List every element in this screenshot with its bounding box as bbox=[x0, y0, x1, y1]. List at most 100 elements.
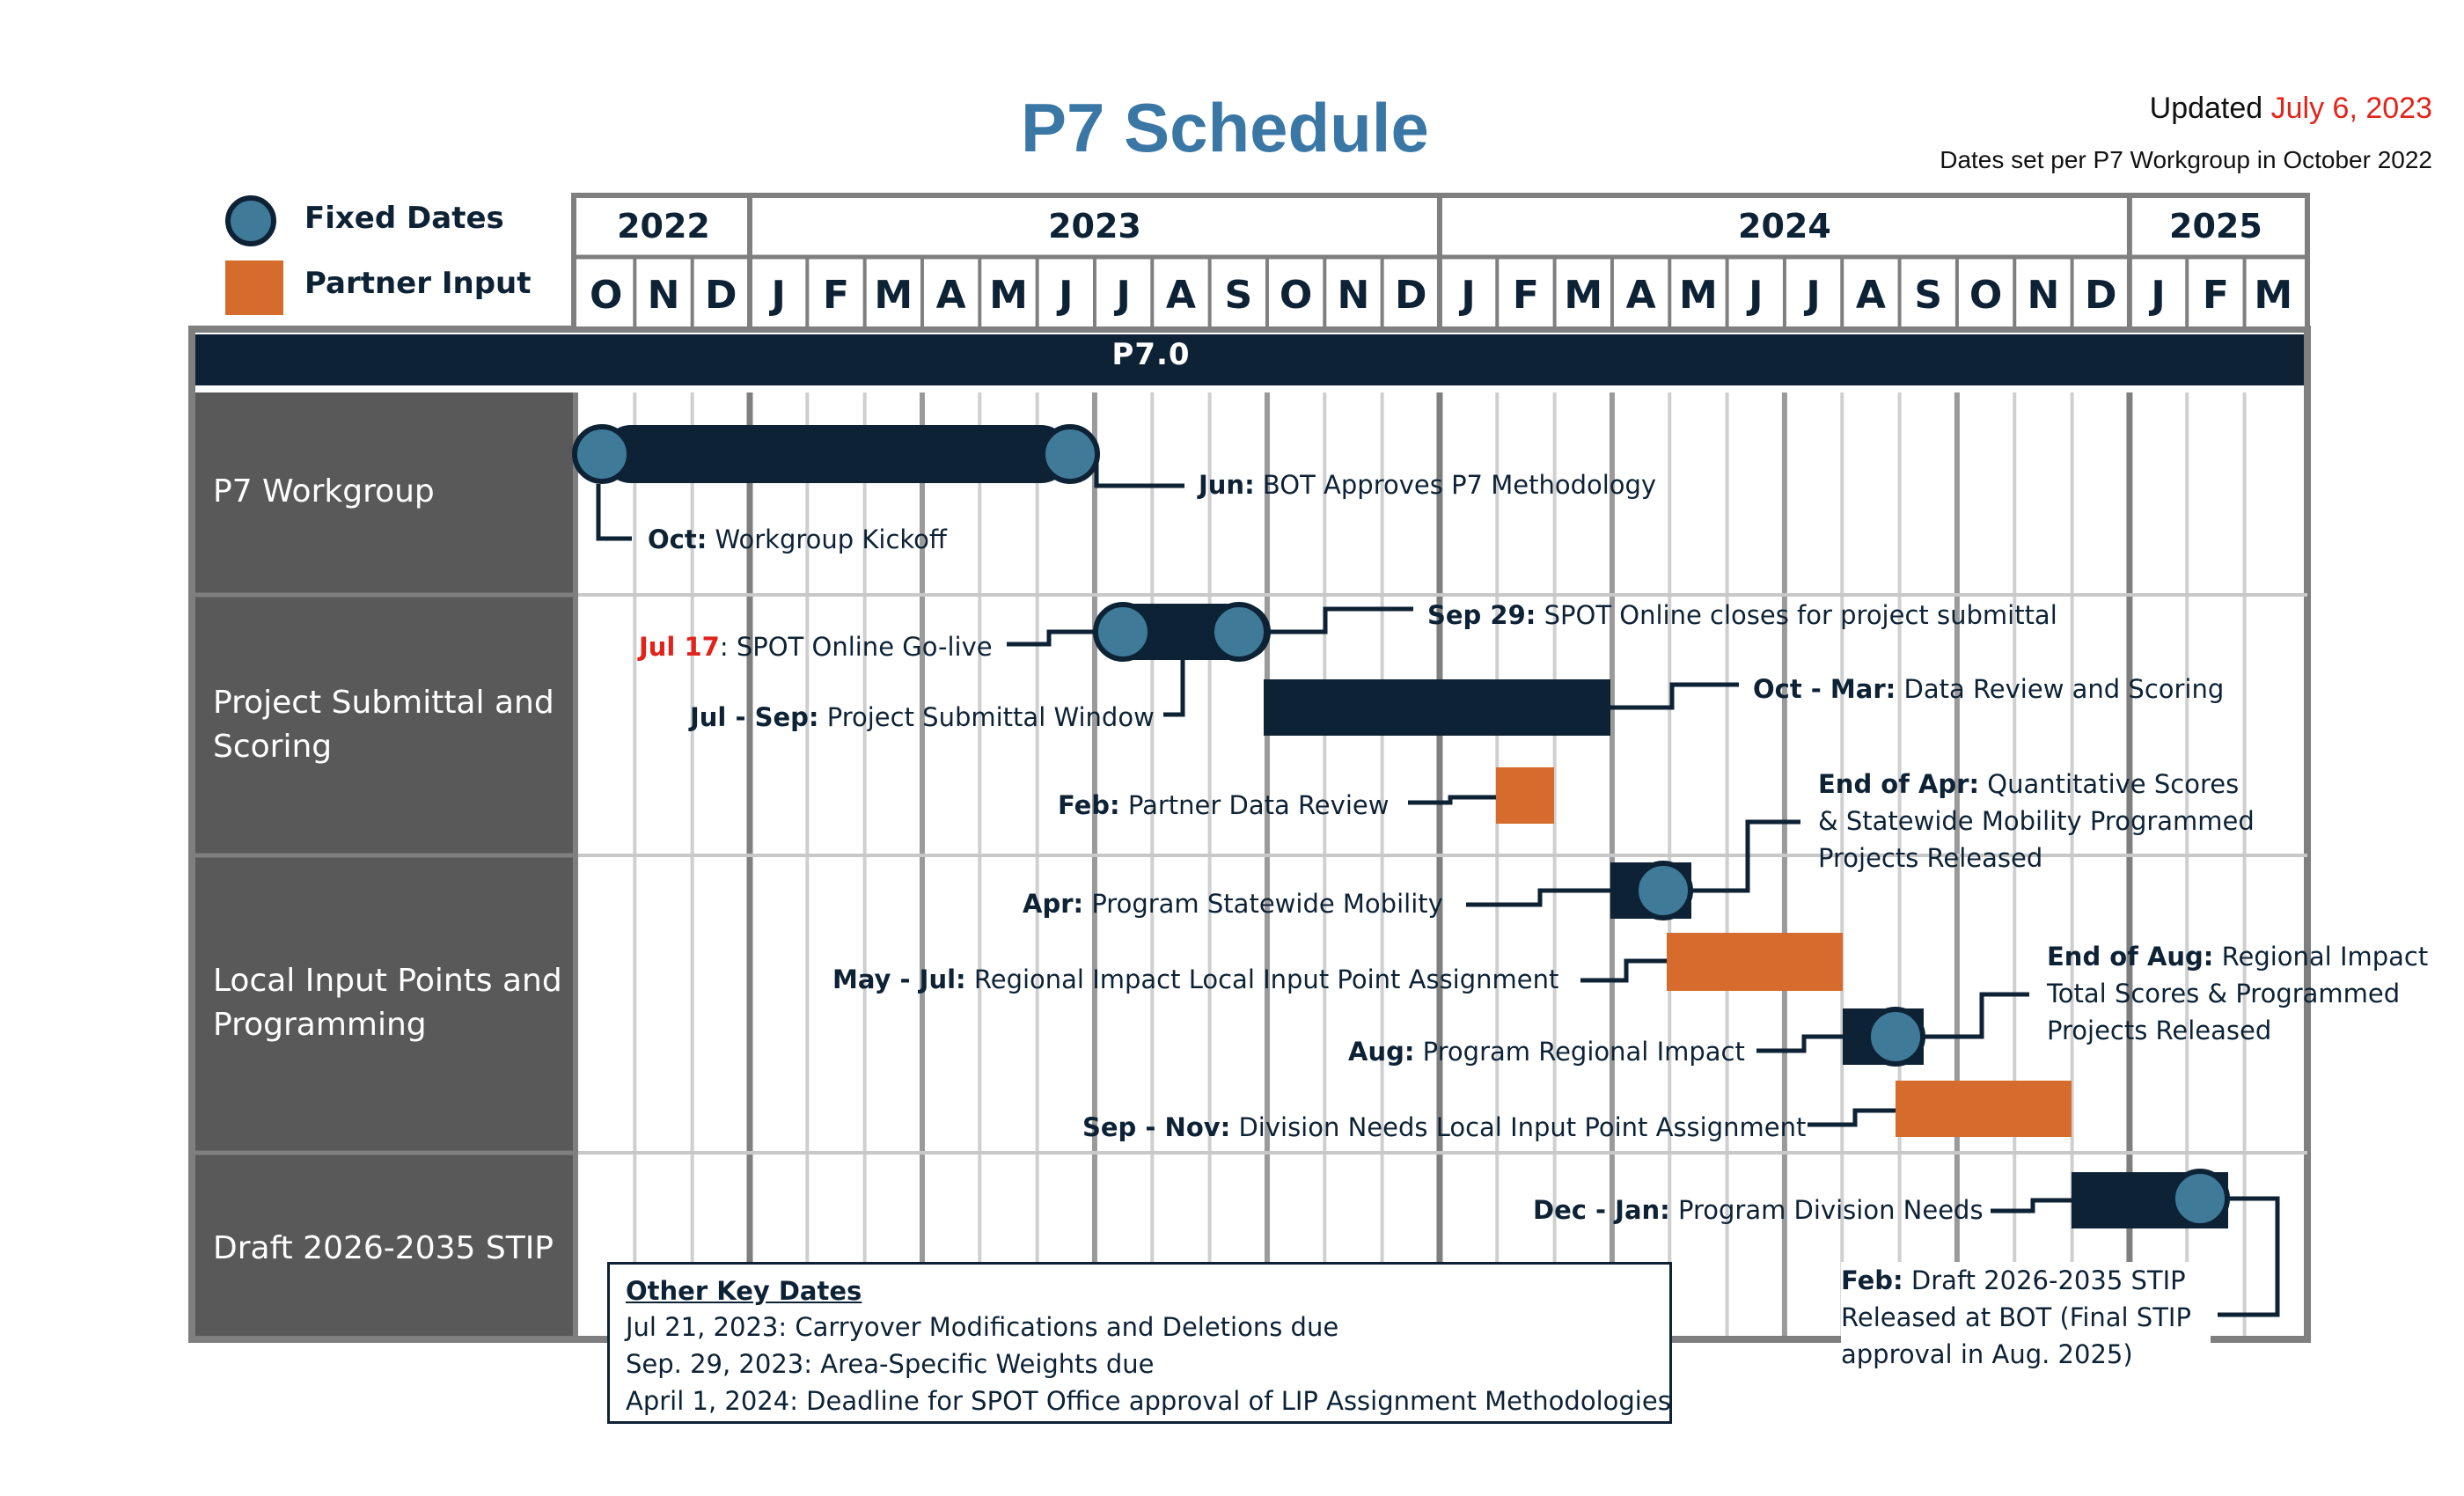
connector-oct-mar bbox=[1610, 682, 1739, 710]
annotation-dec-jan: Dec - Jan: Program Division Needs bbox=[1533, 1195, 1984, 1225]
key-dates-title: Other Key Dates bbox=[626, 1276, 862, 1306]
month-label: N bbox=[647, 273, 680, 318]
annotation-sep29: Sep 29: SPOT Online closes for project s… bbox=[1427, 600, 2057, 630]
partner-input-legend-icon bbox=[225, 260, 283, 315]
key-date-line: Jul 21, 2023: Carryover Modifications an… bbox=[626, 1312, 1339, 1342]
month-label: J bbox=[1116, 273, 1131, 318]
month-label: S bbox=[1224, 273, 1253, 318]
annotation-jul-sep: Jul - Sep: Project Submittal Window bbox=[690, 702, 1155, 732]
year-label: 2023 bbox=[1048, 207, 1141, 246]
bar-data-review bbox=[1264, 679, 1610, 736]
month-label: M bbox=[1564, 273, 1603, 318]
bar-partner-data-review bbox=[1496, 767, 1554, 824]
dates-note: Dates set per P7 Workgroup in October 20… bbox=[1940, 146, 2432, 173]
row-label-local-input: Local Input Points and Programming bbox=[213, 963, 562, 1043]
annotation-jul17: Jul 17: SPOT Online Go-live bbox=[639, 632, 993, 662]
connector-jul17 bbox=[1007, 629, 1100, 647]
milestone-feb-stip bbox=[2170, 1169, 2230, 1228]
legend-fixed-label: Fixed Dates bbox=[304, 201, 504, 236]
annotation-aug: Aug: Program Regional Impact bbox=[1348, 1037, 1745, 1067]
bar-workgroup bbox=[602, 425, 1070, 483]
updated-prefix: Updated bbox=[2149, 92, 2263, 125]
month-label: D bbox=[705, 273, 737, 318]
row-panel-submittal bbox=[195, 597, 574, 854]
month-label: F bbox=[1512, 273, 1539, 318]
month-label: F bbox=[2202, 273, 2229, 318]
annotation-oct-mar: Oct - Mar: Data Review and Scoring bbox=[1753, 674, 2225, 704]
row-label-submittal: Project Submittal and Scoring bbox=[213, 685, 554, 765]
milestone-sep29 bbox=[1209, 602, 1269, 662]
updated-note: Updated July 6, 2023 bbox=[2150, 92, 2432, 126]
p7-band-label: P7.0 bbox=[1111, 337, 1191, 372]
fixed-dates-legend-icon bbox=[225, 195, 276, 246]
milestones bbox=[572, 424, 2230, 1228]
month-label: D bbox=[1395, 273, 1427, 318]
month-label: A bbox=[1855, 273, 1886, 318]
month-label: O bbox=[1279, 273, 1313, 318]
row-label-workgroup: P7 Workgroup bbox=[213, 473, 435, 510]
year-label: 2022 bbox=[617, 207, 710, 246]
annotation-end-aug: End of Aug: Regional Impact Total Scores… bbox=[2047, 942, 2429, 1045]
annotation-jun-bot: Jun: BOT Approves P7 Methodology bbox=[1199, 470, 1657, 500]
month-label: O bbox=[589, 273, 623, 318]
milestone-jun-bot bbox=[1040, 424, 1100, 484]
connector-feb-stip bbox=[2218, 1196, 2280, 1317]
month-label: O bbox=[1969, 273, 2003, 318]
month-label: A bbox=[935, 273, 966, 318]
bar-regional-lip bbox=[1667, 933, 1843, 991]
row-label-stip: Draft 2026-2035 STIP bbox=[213, 1230, 554, 1266]
connector-end-apr bbox=[1691, 819, 1800, 893]
row-panel-workgroup bbox=[195, 392, 574, 593]
connector-apr bbox=[1466, 888, 1610, 907]
row-panel-local-input bbox=[195, 857, 574, 1151]
month-label: A bbox=[1625, 273, 1656, 318]
month-label: D bbox=[2084, 273, 2117, 318]
milestone-jul17 bbox=[1093, 602, 1153, 662]
key-date-line: Sep. 29, 2023: Area-Specific Weights due bbox=[626, 1349, 1155, 1379]
year-label: 2024 bbox=[1738, 207, 1831, 246]
month-label: M bbox=[989, 273, 1028, 318]
annotation-end-apr: End of Apr: Quantitative Scores & Statew… bbox=[1818, 769, 2255, 873]
connector-sep29 bbox=[1267, 606, 1413, 634]
connector-end-aug bbox=[1924, 992, 2029, 1039]
month-label: A bbox=[1165, 273, 1196, 318]
connector-may-jul bbox=[1580, 958, 1667, 983]
month-label: N bbox=[1337, 273, 1370, 318]
month-label: J bbox=[1059, 273, 1074, 318]
month-label: S bbox=[1914, 273, 1943, 318]
connector-aug bbox=[1756, 1034, 1843, 1053]
row-panel-stip bbox=[195, 1155, 574, 1336]
bar-division-lip bbox=[1896, 1081, 2072, 1137]
annotation-feb-stip: Feb: Draft 2026-2035 STIP Released at BO… bbox=[1841, 1262, 2211, 1373]
annotation-oct-kickoff: Oct: Workgroup Kickoff bbox=[648, 524, 947, 554]
month-label: J bbox=[1749, 273, 1764, 318]
milestone-oct-kickoff bbox=[572, 424, 632, 484]
month-label: N bbox=[2027, 273, 2060, 318]
month-label: M bbox=[2254, 273, 2293, 318]
annotation-apr: Apr: Program Statewide Mobility bbox=[1023, 889, 1443, 919]
month-label: F bbox=[822, 273, 849, 318]
milestone-end-apr bbox=[1633, 861, 1693, 920]
month-label: J bbox=[1461, 273, 1476, 318]
annotation-feb-review: Feb: Partner Data Review bbox=[1058, 790, 1390, 820]
other-key-dates-box: Other Key Dates Jul 21, 2023: Carryover … bbox=[607, 1262, 1672, 1424]
connectors bbox=[596, 451, 2280, 1317]
month-label: J bbox=[2151, 273, 2166, 318]
p7-band bbox=[195, 334, 2304, 385]
month-label: M bbox=[874, 273, 913, 318]
connector-feb-review bbox=[1408, 795, 1496, 805]
month-label: M bbox=[1679, 273, 1718, 318]
month-label: J bbox=[771, 273, 786, 318]
annotation-sep-nov: Sep - Nov: Division Needs Local Input Po… bbox=[1082, 1112, 1807, 1142]
connector-oct bbox=[596, 484, 632, 541]
connector-sep-nov bbox=[1808, 1108, 1896, 1127]
month-dividers bbox=[633, 195, 2247, 329]
legend-partner-label: Partner Input bbox=[304, 266, 532, 301]
connector-jul-sep bbox=[1163, 660, 1185, 717]
connector-dec-jan bbox=[1991, 1198, 2072, 1214]
page-title: P7 Schedule bbox=[1021, 89, 1429, 166]
annotation-may-jul: May - Jul: Regional Impact Local Input P… bbox=[832, 964, 1559, 994]
key-date-line: April 1, 2024: Deadline for SPOT Office … bbox=[626, 1386, 1671, 1416]
year-label: 2025 bbox=[2169, 207, 2262, 246]
